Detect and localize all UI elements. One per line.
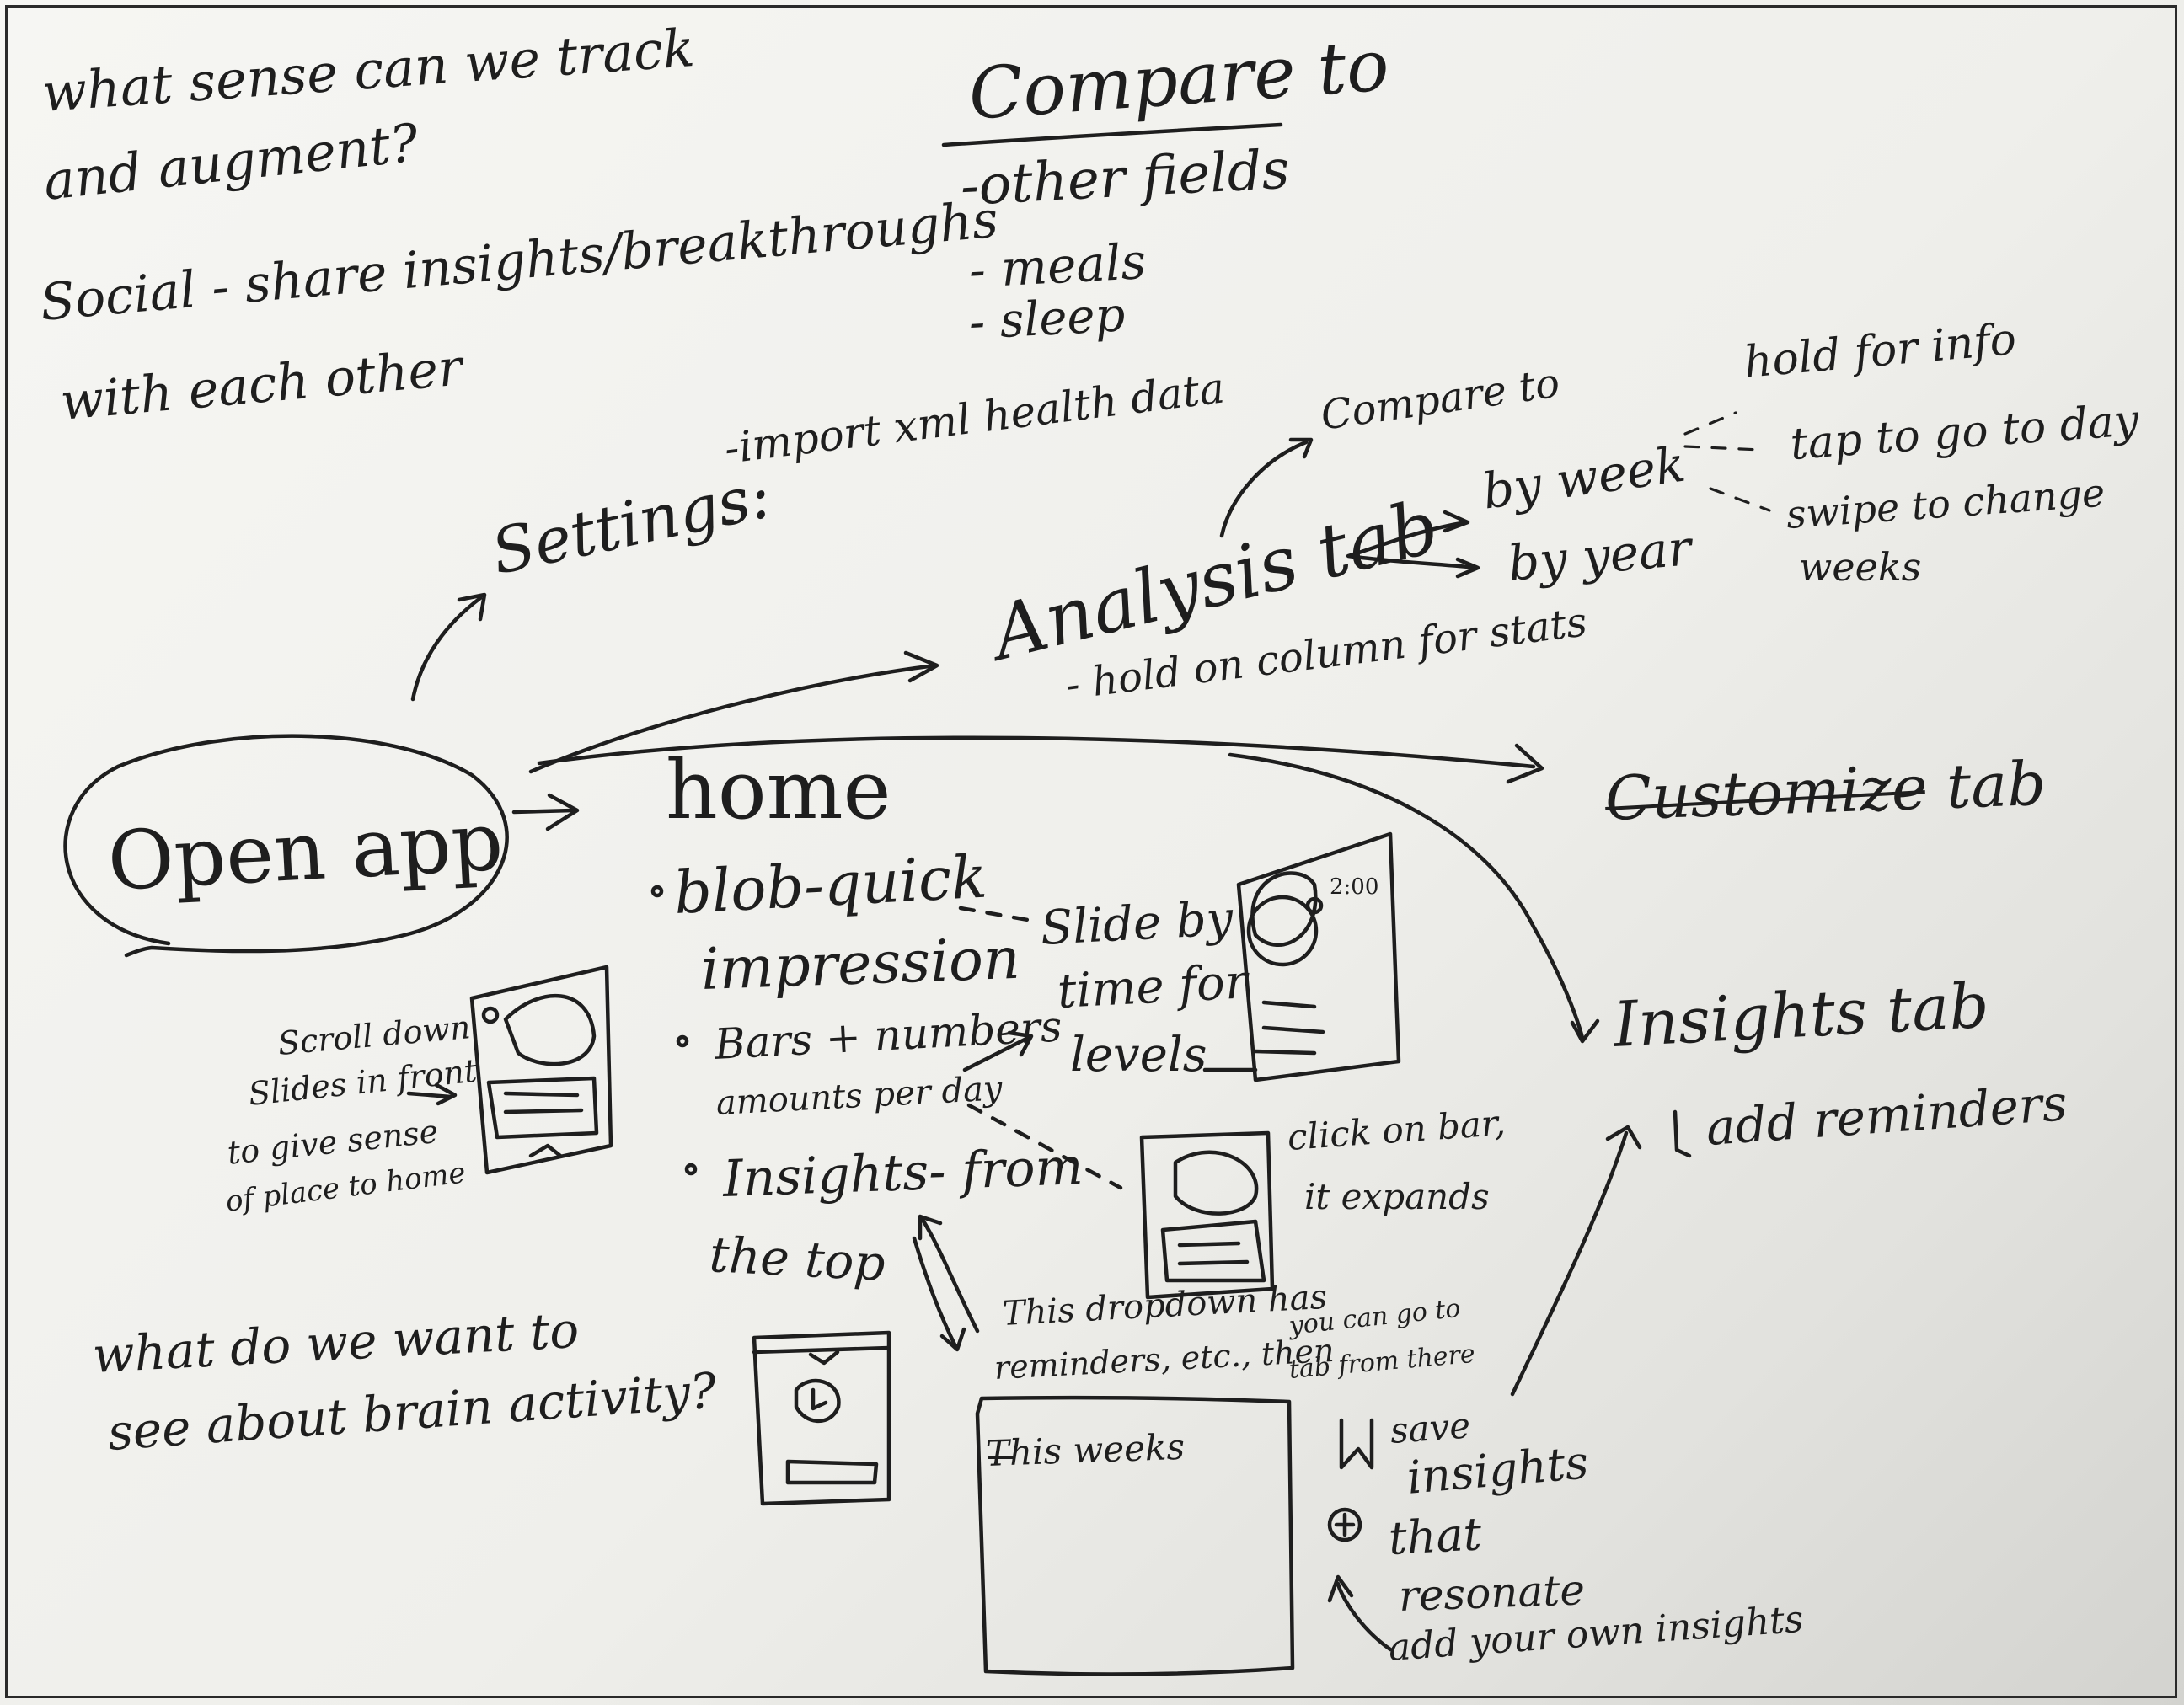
insights-the-top: the top: [708, 1226, 887, 1292]
slide-levels: levels: [1070, 1028, 1207, 1082]
weeks-label: weeks: [1799, 544, 1922, 590]
insights-tab-label: Insights tab: [1611, 969, 1991, 1061]
dash-hold: [1684, 411, 1737, 436]
arrow-to-customize: [537, 735, 1536, 769]
home-title: home: [666, 743, 891, 837]
settings-item-2: -: [721, 494, 736, 542]
dash-bars-click: [966, 1103, 1123, 1190]
phone-scroll-sketch: [406, 965, 613, 1175]
arrow-dropdown-down: [912, 1236, 959, 1350]
this-weeks-box: [975, 1395, 1295, 1676]
bullet-blob: [650, 885, 664, 898]
phone-slide-sketch: [1202, 831, 1401, 1082]
open-app-label: Open app: [105, 794, 506, 909]
phone-time: 2:00: [1330, 874, 1379, 900]
click-expands: it expands: [1304, 1176, 1490, 1217]
slide-time-for: time for: [1056, 954, 1250, 1019]
page-border: [5, 5, 2177, 1698]
compare-item-other: -other fields: [959, 138, 1292, 218]
arrow-to-home: [511, 808, 575, 815]
customize-tab-label: Customize tab: [1603, 747, 2048, 834]
bullet-insights: [684, 1162, 698, 1176]
slide-by: Slide by: [1039, 891, 1234, 956]
blob-quick: blob-quick: [672, 842, 989, 927]
dash-tap: [1684, 445, 1763, 452]
reminders-hook: [1673, 1109, 1692, 1158]
by-year: by year: [1506, 519, 1694, 592]
dash-swipe: [1709, 487, 1771, 512]
dash-blob-slide: [958, 906, 1030, 922]
phone-dropdown-sketch: [752, 1330, 891, 1506]
blob-impression: impression: [699, 925, 1021, 1003]
arrow-add-own: [1336, 1581, 1393, 1652]
insights-from: Insights- from: [721, 1137, 1084, 1209]
phone-click-sketch: [1139, 1130, 1275, 1300]
arrow-save-insights: [1510, 1130, 1629, 1397]
add-circle-icon: [1327, 1507, 1362, 1542]
this-weeks-strike: [988, 1456, 1013, 1459]
that-word: that: [1387, 1507, 1483, 1565]
compare-item-sleep: - sleep: [967, 287, 1127, 350]
open-app-ellipse: [63, 734, 509, 958]
resonate-word: resonate: [1397, 1565, 1586, 1621]
arrow-to-analysis: [528, 663, 938, 774]
arrow-dropdown-up: [920, 1217, 980, 1334]
arrow-bars-levels: [962, 1035, 1030, 1072]
compare-item-meals: - meals: [967, 232, 1148, 299]
arrow-to-insights: [1228, 752, 1585, 1040]
arrow-to-settings: [410, 596, 483, 702]
save-word: save: [1389, 1404, 1472, 1451]
compare-underline: [941, 122, 1283, 147]
this-weeks-label: This weeks: [985, 1425, 1186, 1474]
double-arrow: [1346, 520, 1479, 570]
analysis-compare-arrow: [1219, 440, 1309, 538]
bullet-bars: [676, 1034, 689, 1048]
bookmark-icon: [1339, 1418, 1374, 1470]
